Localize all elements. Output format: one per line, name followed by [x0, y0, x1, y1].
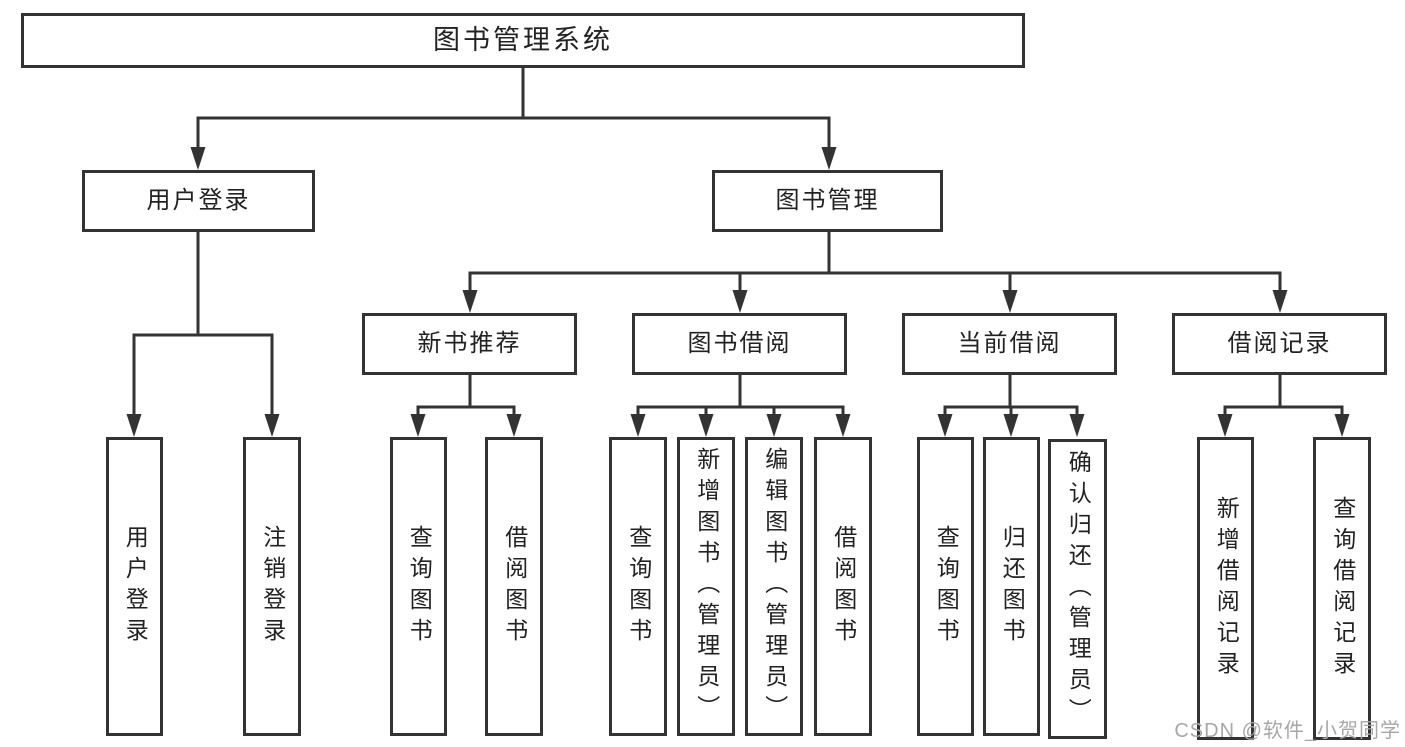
arrowhead-down-icon: [506, 414, 522, 437]
node-borrow-records: 借阅记录: [1172, 313, 1387, 375]
node-leaf-query-books-1: 查询图书: [390, 437, 447, 736]
arrowhead-down-icon: [1003, 414, 1019, 437]
node-label-root: 图书管理系统: [433, 25, 613, 56]
node-label-leaf-borrow-books-2: 借阅图书: [830, 524, 857, 649]
node-leaf-query-books-3: 查询图书: [917, 437, 974, 736]
csdn-watermark: CSDN @软件_小贺同学: [1174, 720, 1401, 742]
node-new-book-recommend: 新书推荐: [362, 313, 577, 375]
arrowhead-down-icon: [1069, 414, 1085, 437]
arrowhead-down-icon: [698, 414, 714, 437]
arrowhead-down-icon: [1272, 290, 1288, 313]
node-leaf-return-books: 归还图书: [983, 437, 1040, 736]
node-label-leaf-edit-books-admin: 编辑图书（管理员）: [761, 447, 788, 726]
arrowhead-down-icon: [1002, 290, 1018, 313]
node-leaf-borrow-books-2: 借阅图书: [814, 437, 872, 736]
node-label-leaf-query-books-2: 查询图书: [625, 524, 652, 649]
node-book-borrow: 图书借阅: [632, 313, 847, 375]
node-leaf-confirm-return: 确认归还（管理员）: [1048, 439, 1107, 739]
node-leaf-add-books-admin: 新增图书（管理员）: [677, 437, 735, 736]
arrowhead-down-icon: [821, 147, 837, 170]
node-label-leaf-add-borrow-rec: 新增借阅记录: [1213, 495, 1240, 682]
arrowhead-down-icon: [264, 414, 280, 437]
node-label-user-login: 用户登录: [146, 186, 251, 214]
arrowhead-down-icon: [1217, 414, 1233, 437]
node-label-leaf-query-books-1: 查询图书: [406, 524, 433, 649]
arrowhead-down-icon: [835, 414, 851, 437]
arrowhead-down-icon: [937, 414, 953, 437]
node-leaf-user-login: 用户登录: [106, 437, 163, 736]
node-label-leaf-logout: 注销登录: [259, 524, 286, 649]
node-user-login: 用户登录: [82, 170, 315, 232]
node-label-book-borrow: 图书借阅: [687, 329, 792, 357]
arrowhead-down-icon: [126, 414, 142, 437]
arrowhead-down-icon: [732, 290, 748, 313]
node-label-leaf-query-books-3: 查询图书: [933, 524, 960, 649]
node-label-leaf-add-books-admin: 新增图书（管理员）: [693, 447, 720, 726]
node-leaf-edit-books-admin: 编辑图书（管理员）: [745, 437, 803, 736]
node-label-leaf-borrow-books-1: 借阅图书: [501, 524, 528, 649]
node-root: 图书管理系统: [21, 13, 1025, 68]
node-label-leaf-user-login: 用户登录: [122, 524, 149, 649]
node-leaf-logout: 注销登录: [243, 437, 301, 736]
node-label-book-management: 图书管理: [775, 186, 880, 214]
arrowhead-down-icon: [410, 414, 426, 437]
node-current-borrow: 当前借阅: [902, 313, 1117, 375]
node-leaf-borrow-books-1: 借阅图书: [485, 437, 543, 736]
node-label-borrow-records: 借阅记录: [1227, 329, 1332, 357]
node-book-management: 图书管理: [712, 170, 943, 232]
node-leaf-query-borrow-rec: 查询借阅记录: [1313, 437, 1371, 740]
arrowhead-down-icon: [630, 414, 646, 437]
node-label-leaf-confirm-return: 确认归还（管理员）: [1065, 449, 1092, 729]
node-label-leaf-query-borrow-rec: 查询借阅记录: [1329, 495, 1356, 682]
node-label-leaf-return-books: 归还图书: [999, 524, 1026, 649]
arrowhead-down-icon: [1334, 414, 1350, 437]
arrowhead-down-icon: [462, 290, 478, 313]
arrowhead-down-icon: [190, 147, 206, 170]
node-leaf-query-books-2: 查询图书: [609, 437, 667, 736]
node-leaf-add-borrow-rec: 新增借阅记录: [1197, 437, 1254, 740]
node-label-new-book-recommend: 新书推荐: [417, 329, 522, 357]
node-label-current-borrow: 当前借阅: [957, 329, 1062, 357]
arrowhead-down-icon: [766, 414, 782, 437]
